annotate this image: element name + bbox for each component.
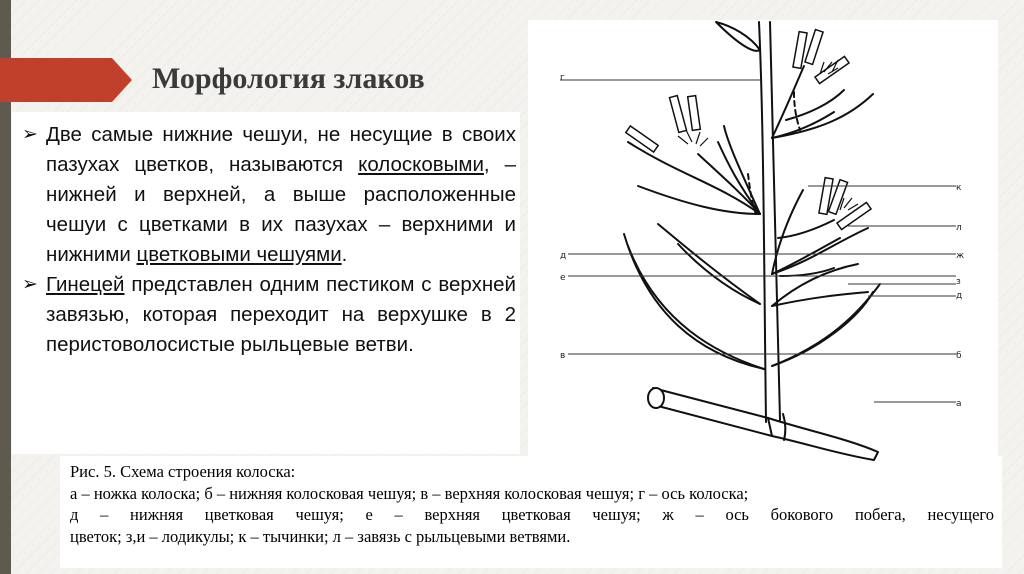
label-l: л	[956, 223, 962, 233]
arrow-bullet-icon: ➢	[22, 120, 38, 150]
label-e: е	[560, 273, 566, 283]
caption-title: Рис. 5. Схема строения колоска:	[70, 461, 994, 483]
figure-caption: Рис. 5. Схема строения колоска: а – ножк…	[70, 461, 994, 547]
arrow-bullet-icon: ➢	[22, 270, 38, 300]
caption-line: а – ножка колоска; б – нижняя колосковая…	[70, 483, 994, 505]
label-a: а	[956, 399, 962, 409]
caption-line: цветок; з,и – лодикулы; к – тычинки; л –…	[70, 526, 994, 548]
label-v: в	[560, 351, 565, 361]
label-k: к	[956, 183, 962, 193]
label-b: б	[956, 351, 962, 361]
bullet-item-gynoecium: ➢ Гинецей представлен одним пестиком с в…	[22, 270, 516, 360]
title-arrow-banner	[0, 58, 132, 102]
page-title: Морфология злаков	[152, 62, 425, 96]
spikelet-diagram: г д е в к л ж з д б а	[528, 14, 988, 464]
caption-line: д – нижняя цветковая чешуя; е – верхняя …	[70, 504, 994, 526]
bullet-item-spikelet-scales: ➢ Две самые нижние чешуи, не несущие в с…	[22, 120, 516, 270]
term-floral-scales: цветковыми чешуями	[137, 243, 342, 266]
label-z: з	[956, 277, 961, 287]
bullet-list: ➢ Две самые нижние чешуи, не несущие в с…	[22, 120, 516, 360]
label-d-right: д	[956, 291, 962, 301]
label-d-left: д	[560, 251, 566, 261]
label-zh: ж	[956, 251, 964, 261]
label-g: г	[560, 73, 565, 83]
term-gynoecium: Гинецей	[46, 273, 125, 296]
term-glumes: колосковыми	[358, 153, 484, 176]
